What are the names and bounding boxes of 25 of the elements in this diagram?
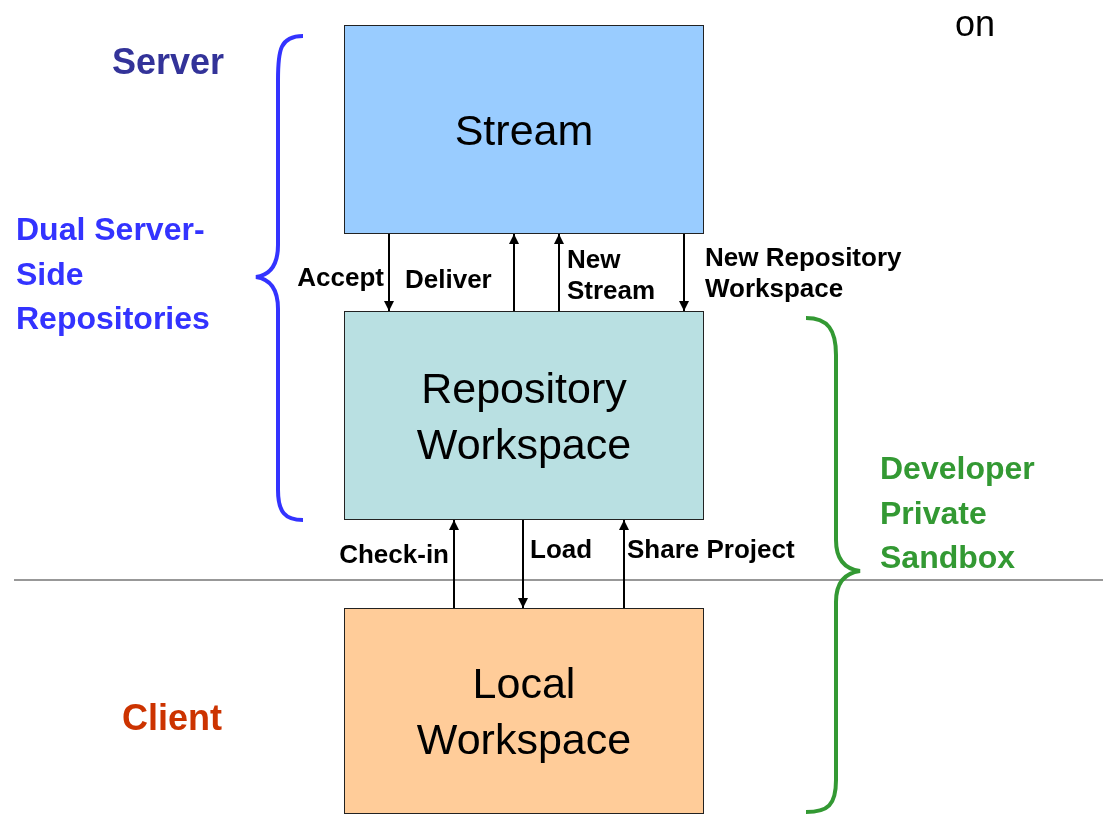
client-heading: Client (122, 696, 223, 740)
edge-label: New Repository Workspace (705, 242, 903, 304)
process-box (344, 311, 704, 520)
box-title: Stream (453, 104, 595, 156)
box-title: Repository Workspace (415, 362, 633, 470)
process-box (344, 25, 704, 234)
edge-label: New Stream (567, 244, 657, 306)
arrow (449, 519, 459, 609)
corner-text: on (955, 2, 997, 46)
group-label: Dual Server-Side Repositories (16, 210, 211, 338)
process-box (344, 608, 704, 814)
edge-label: Deliver (405, 264, 493, 295)
server-heading: Server (112, 40, 226, 84)
arrow (554, 233, 564, 312)
edge-label: Load (530, 534, 594, 565)
box-title: Local Workspace (415, 658, 633, 765)
edge-label: Share Project (627, 534, 796, 565)
arrow (518, 519, 528, 609)
arrow (679, 233, 689, 312)
edge-label: Check-in (338, 539, 449, 570)
group-label: Developer Private Sandbox (880, 449, 1036, 577)
arrow (509, 233, 519, 312)
edge-label: Accept (296, 262, 384, 293)
arrow (619, 519, 629, 609)
arrow (384, 233, 394, 312)
